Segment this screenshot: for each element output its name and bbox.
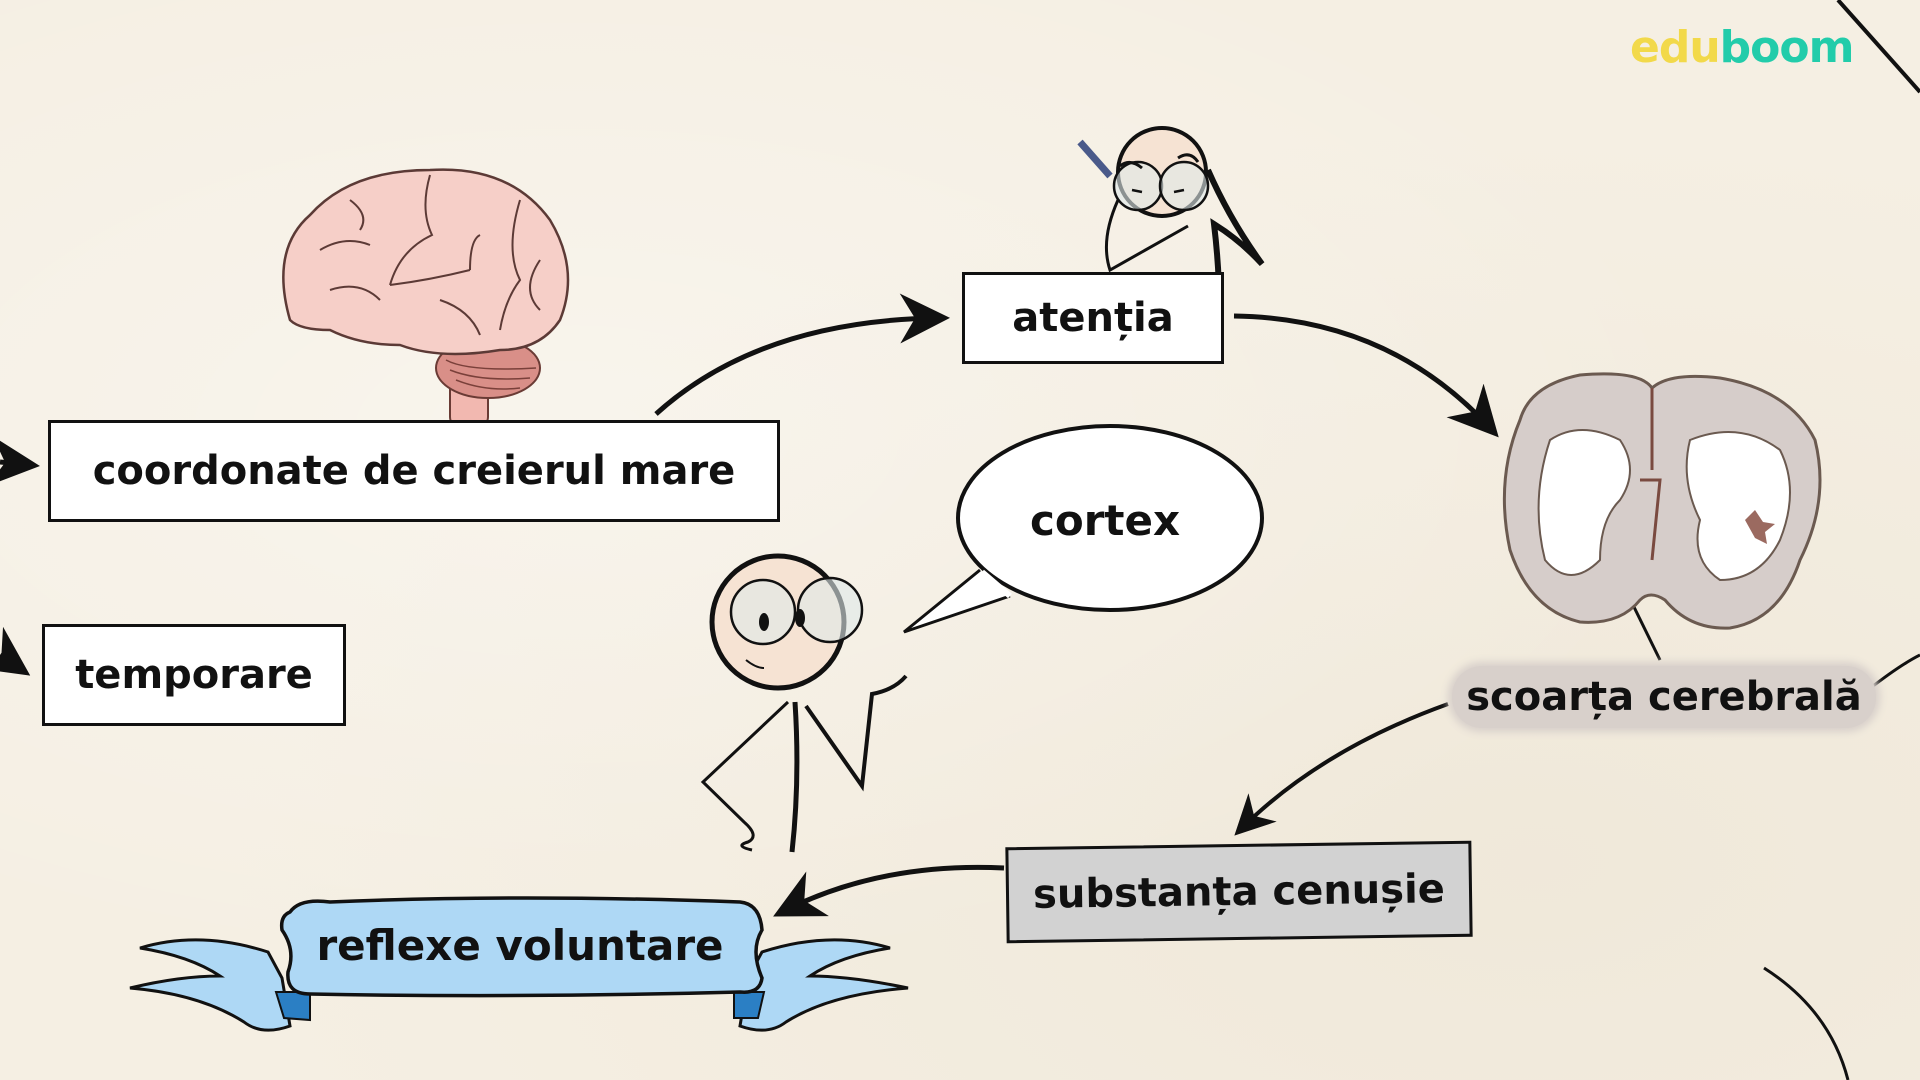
corner-curve-bottom [1763, 966, 1850, 1080]
node-label: coordonate de creierul mare [92, 448, 736, 494]
brain-lateral-icon [282, 168, 570, 428]
node-scoarta-cerebrala: scoarța cerebrală [1452, 666, 1876, 728]
stick-figure-thinking [1077, 126, 1265, 351]
node-substanta-cenusie: substanța cenușie [1005, 840, 1473, 944]
logo-boom: boom [1719, 22, 1855, 73]
ribbon-banner [129, 896, 909, 1032]
node-temporare: temporare [42, 624, 346, 726]
brain-coronal-section-icon [1502, 372, 1822, 630]
arrow-scoarta-substanta [1234, 702, 1449, 836]
node-atentia: atenția [962, 272, 1224, 364]
node-coordonate-de-creierul-mare: coordonate de creierul mare [48, 420, 780, 522]
node-reflexe-voluntare: reflexe voluntare [286, 910, 754, 980]
eduboom-logo: eduboom [1630, 22, 1855, 73]
node-label: substanța cenușie [1032, 866, 1446, 918]
logo-edu: edu [1630, 22, 1721, 73]
node-label: scoarța cerebrală [1466, 674, 1862, 720]
node-label: reflexe voluntare [316, 920, 724, 970]
arrow-coordonate-atentia [654, 293, 950, 416]
arrow-substanta-reflexe [773, 864, 1005, 917]
corner-line-top [1836, 0, 1920, 94]
bubble-label: cortex [1029, 495, 1181, 545]
arrow-atentia-brain [1233, 313, 1499, 438]
speech-bubble-text: cortex [960, 490, 1250, 550]
node-label: temporare [75, 652, 313, 698]
node-label: atenția [1012, 295, 1174, 341]
stick-figure-speaking [700, 553, 908, 853]
arrow-into-temporare [0, 626, 31, 676]
arrow-into-coordonate [0, 436, 40, 486]
speech-bubble [903, 424, 1264, 634]
